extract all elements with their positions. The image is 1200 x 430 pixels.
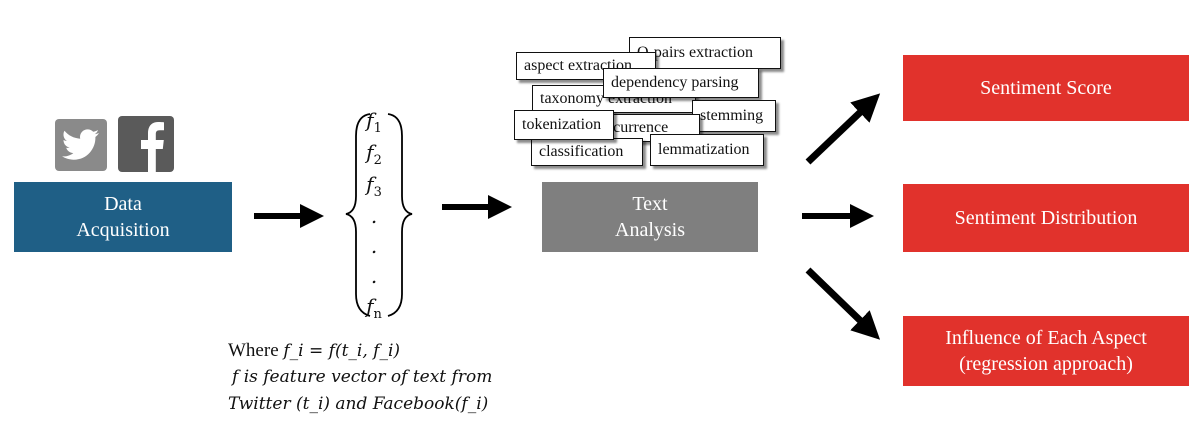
sentiment-score-label: Sentiment Score bbox=[980, 77, 1112, 99]
tag-stemming: stemming bbox=[692, 100, 776, 132]
tag-tokenization: tokenization bbox=[514, 110, 614, 140]
twitter-icon bbox=[55, 119, 107, 171]
facebook-icon bbox=[118, 116, 174, 172]
text-analysis-box: Text Analysis bbox=[542, 182, 758, 252]
feature-vector: f1 f2 f3 . . . fn bbox=[362, 108, 396, 326]
influence-box: Influence of Each Aspect (regression app… bbox=[903, 316, 1189, 386]
vector-entry: f1 bbox=[366, 108, 382, 136]
influence-line-2: (regression approach) bbox=[959, 353, 1133, 375]
vector-entry: f2 bbox=[366, 140, 382, 168]
formula-line-3: Twitter (t_i) and Facebook(f_i) bbox=[228, 394, 489, 414]
formula-line-1: Where f_i = f(t_i, f_i) bbox=[228, 340, 401, 361]
data-acquisition-line-1: Data bbox=[104, 193, 142, 215]
arrow-to-score bbox=[805, 93, 881, 165]
text-analysis-line-2: Analysis bbox=[615, 219, 685, 241]
data-acquisition-box: Data Acquisition bbox=[14, 182, 232, 252]
arrow-to-influence bbox=[805, 267, 881, 340]
sentiment-distribution-label: Sentiment Distribution bbox=[954, 207, 1138, 229]
tag-lemmatization: lemmatization bbox=[650, 134, 764, 166]
vector-entry: . bbox=[370, 234, 378, 258]
sentiment-distribution-box: Sentiment Distribution bbox=[903, 184, 1189, 252]
left-brace bbox=[345, 113, 371, 317]
influence-line-1: Influence of Each Aspect bbox=[945, 327, 1147, 349]
vector-entry: f3 bbox=[366, 172, 382, 200]
sentiment-score-box: Sentiment Score bbox=[903, 55, 1189, 121]
tag-classification: classification bbox=[531, 138, 643, 166]
vector-entry: . bbox=[370, 204, 378, 228]
text-analysis-line-1: Text bbox=[632, 193, 668, 215]
vector-entry: . bbox=[370, 264, 378, 288]
right-brace bbox=[387, 113, 413, 317]
tag-dependency-parsing: dependency parsing bbox=[603, 68, 759, 98]
formula-line-2: f is feature vector of text from bbox=[232, 367, 493, 387]
data-acquisition-line-2: Acquisition bbox=[76, 219, 170, 241]
vector-entry: fn bbox=[366, 294, 382, 322]
